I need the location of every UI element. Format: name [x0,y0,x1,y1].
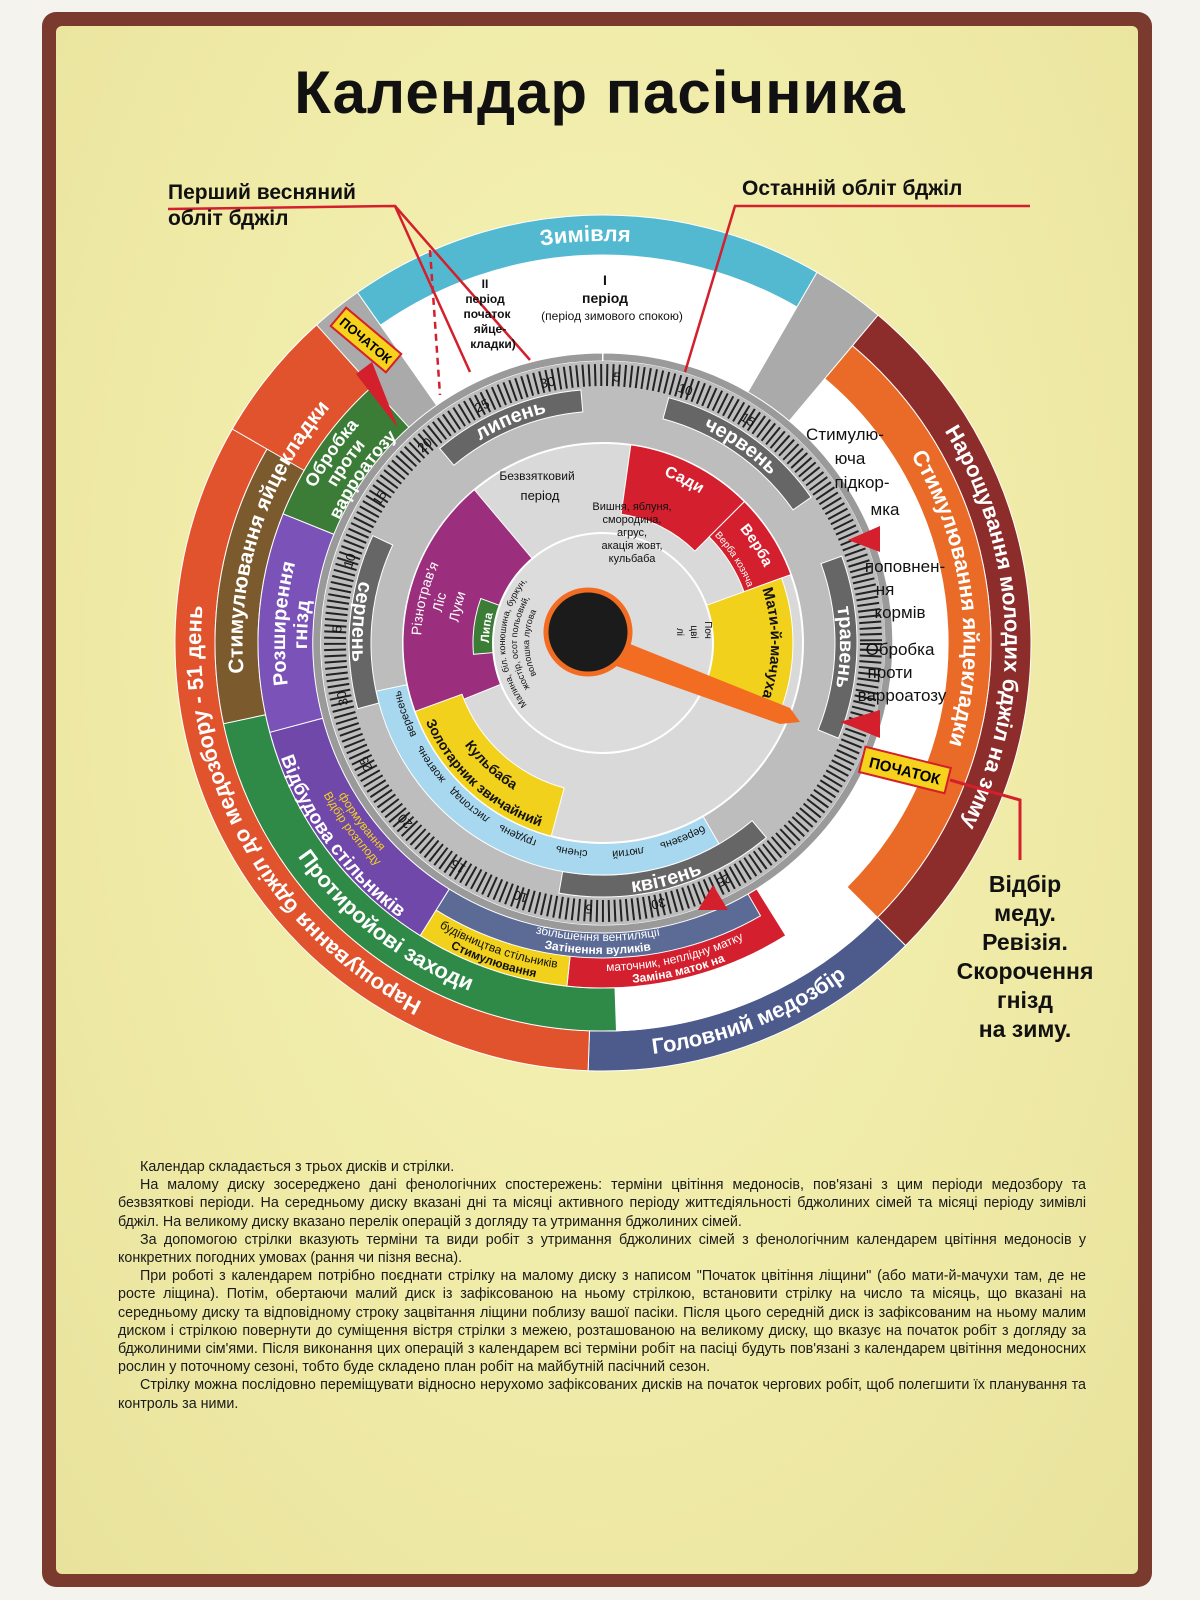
month-august [348,535,394,710]
day-tick-label: 10 [340,551,359,569]
feed-arrow [848,526,880,552]
description-paragraph: Календар складається з трьох дисків и ст… [140,1159,455,1175]
start-tag-right: ПОЧАТОК [857,745,953,795]
dashed-arrow [428,249,442,396]
day-tick-label: 30 [650,895,667,913]
description-paragraph: За допомогою стрілки вказують терміни та… [118,1231,1086,1267]
pointer-arrow[interactable] [588,628,800,724]
month-june [662,397,812,511]
day-tick-label: 25 [472,396,492,416]
segment-goldenrod [414,693,565,837]
winter-month-label: січень [554,843,588,860]
day-tick-label: 15 [369,488,389,508]
winter-month-label: лютий [612,844,645,860]
shading-label: Затінення вуликів [544,938,652,957]
nest-expansion-label-2: гнізд [290,598,315,649]
right-callout-line [949,778,1022,860]
day-tick-label: 15 [738,409,758,429]
month-july [438,389,584,467]
winter-month-label-text: січень [554,843,588,860]
description-paragraph: При роботі з календарем потрібно поєднат… [118,1268,1086,1376]
note-line: Скорочення [956,958,1094,984]
last-flight-arrow [683,204,1030,373]
description-paragraph: Стрілку можна послідовно переміщувати ві… [118,1377,1086,1412]
note-line: гнізд [997,987,1053,1013]
month-may-label: травень [831,605,857,690]
day-tick-label: 5 [613,369,621,384]
day-tick-label: 25 [356,754,376,774]
queen-arrow [698,885,728,910]
callout-line: Перший весняний [168,181,356,204]
day-tick-label: 10 [511,887,529,906]
honey-harvest-note: Відбір меду. Ревізія. Скорочення гнізд н… [950,870,1100,1044]
day-tick-label: 25 [714,870,734,890]
pointer-knob[interactable] [543,587,633,677]
callout-line: обліт бджіл [168,207,289,230]
start-arrow-right [840,710,880,738]
day-scale [324,364,882,922]
linden-label-text: Липа [478,611,496,643]
day-tick-label: 15 [448,856,468,876]
day-tick-label: 30 [333,690,351,707]
month-may [817,555,858,739]
shading-label-text: Затінення вуликів [544,938,652,957]
description-paragraph: На малому диску зосереджено дані фенолог… [118,1177,1086,1230]
day-tick-label: 5 [585,901,593,916]
note-line: Відбір [988,871,1062,897]
winter-month-label-text: лютий [612,844,645,860]
day-tick-label: 10 [676,380,694,399]
month-may-label-text: травень [831,605,857,690]
linden-label: Липа [478,611,496,643]
description: Календар складається з трьох дисків и ст… [118,1158,1086,1413]
day-tick-label: 5 [329,625,344,633]
first-flight-arrow-2 [394,205,531,361]
last-flight-callout: Останній обліт бджіл [742,177,963,200]
start-arrow-left [356,362,398,428]
first-flight-callout: Перший весняний обліт бджіл [168,180,356,232]
nest-expansion-label-2-text: гнізд [290,598,315,649]
note-line: Ревізія. [982,929,1068,955]
meadow-label-2: Ліс [429,590,449,613]
meadow-label-2-text: Ліс [429,590,449,613]
page-title: Календар пасічника [294,59,906,126]
day-tick-label: 30 [539,373,556,391]
note-line: меду. [994,900,1056,926]
note-line: на зиму. [978,1016,1072,1042]
